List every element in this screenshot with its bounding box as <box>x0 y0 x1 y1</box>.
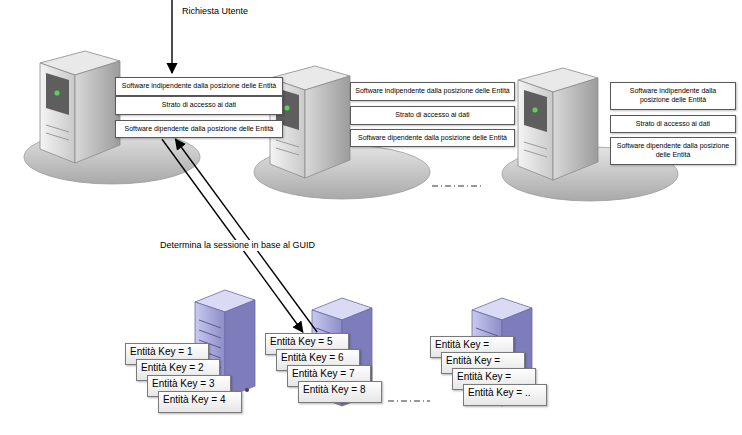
entity-card: Entità Key = .. <box>463 384 547 406</box>
continuation-dots <box>388 401 430 402</box>
node-text: Entità Key = 2 <box>141 362 215 374</box>
node-text: Strato di accesso ai dati <box>615 120 731 129</box>
annotation-label: Richiesta Utente <box>180 6 250 17</box>
entity-card: Entità Key = 4 <box>158 391 242 413</box>
layer-box: Software indipendente dalla posizione de… <box>610 82 736 110</box>
connector-arrow <box>162 139 303 332</box>
node-text: Software dipendente dalla posizione dell… <box>355 134 510 143</box>
node-text: Software dipendente dalla posizione dell… <box>615 142 731 160</box>
node-text: Strato di accesso ai dati <box>355 111 510 120</box>
layer-box: Software dipendente dalla posizione dell… <box>350 129 515 148</box>
node-text: Entità Key = 6 <box>281 352 355 364</box>
node-text: Entità Key = 3 <box>152 378 226 390</box>
node-text: Strato di accesso ai dati <box>120 101 278 110</box>
layer-box: Software indipendente dalla posizione de… <box>350 82 515 101</box>
continuation-dots <box>432 186 482 187</box>
node-text: Entità Key = <box>435 339 509 351</box>
entity-card: Entità Key = 8 <box>298 381 382 403</box>
node-text: Entità Key = 5 <box>270 336 344 348</box>
node-text: Entità Key = .. <box>468 387 542 399</box>
layer-box: Software dipendente dalla posizione dell… <box>610 137 736 165</box>
node-text: Software dipendente dalla posizione dell… <box>120 125 278 134</box>
node-text: Entità Key = <box>457 371 531 383</box>
node-text: Entità Key = 8 <box>303 384 377 396</box>
connector-arrow <box>175 139 317 332</box>
layer-box: Software dipendente dalla posizione dell… <box>115 120 283 139</box>
edge-label: Determina la sessione in base al GUID <box>158 240 317 251</box>
node-text: Software indipendente dalla posizione de… <box>615 87 731 105</box>
server-icon <box>24 51 200 184</box>
node-text: Software indipendente dalla posizione de… <box>355 87 510 96</box>
node-text: Software indipendente dalla posizione de… <box>120 82 278 91</box>
node-text: Entità Key = 4 <box>163 394 237 406</box>
request-arrow <box>171 0 172 73</box>
layer-box: Strato di accesso ai dati <box>350 106 515 125</box>
layer-box: Strato di accesso ai dati <box>610 115 736 134</box>
layer-box: Strato di accesso ai dati <box>115 96 283 115</box>
node-text: Entità Key = 1 <box>130 346 204 358</box>
node-text: Entità Key = <box>446 355 520 367</box>
layer-box: Software indipendente dalla posizione de… <box>115 77 283 96</box>
node-text: Entità Key = 7 <box>292 368 366 380</box>
